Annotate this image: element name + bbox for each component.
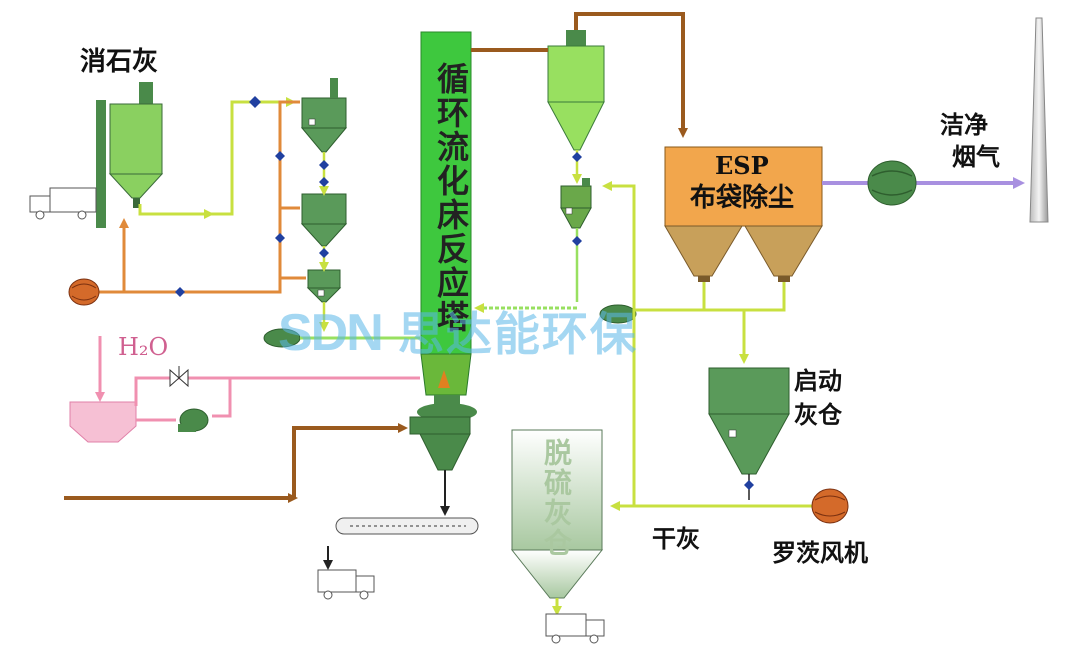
startup-ash-bin-label-1: 启动 (794, 367, 842, 395)
orange-air-lines (98, 100, 306, 294)
roots-blower-label: 罗茨风机 (772, 539, 868, 567)
water-pump-icon (178, 408, 209, 432)
cyclone-separator (547, 30, 605, 184)
lime-feed-lines (138, 97, 296, 219)
truck-icon (545, 613, 605, 644)
watermark-text: 思达能环保 (397, 307, 638, 361)
recirculation-line (474, 303, 637, 324)
esp-baghouse (664, 146, 823, 282)
dosing-hopper-3 (306, 269, 342, 303)
dry-ash-line (610, 310, 812, 511)
clean-flue-gas-label-2: 烟气 (952, 143, 1000, 171)
water-valve-icon (169, 366, 189, 388)
watermark-mark: SDN (278, 304, 384, 362)
feeder-disc-left (263, 328, 420, 348)
clean-flue-gas-label-1: 洁净 (940, 111, 988, 139)
dosing-hopper-1 (300, 78, 348, 153)
desulfurization-ash-bin-label: 脱硫灰仓 (540, 438, 573, 558)
truck-icon (317, 569, 375, 600)
startup-ash-bin (708, 367, 790, 500)
lime-blower-icon (68, 278, 100, 306)
truck-icon (29, 187, 97, 220)
esp-subtitle-label: 布袋除尘 (690, 183, 795, 213)
cyclone-small-hopper (560, 178, 592, 302)
roots-blower-icon (811, 488, 849, 524)
cfb-reactor-tower (409, 31, 477, 516)
startup-ash-bin-label-2: 灰仓 (794, 401, 842, 429)
lime-silo (96, 82, 164, 228)
slaked-lime-label: 消石灰 (80, 47, 159, 77)
chimney-stack (1029, 17, 1049, 223)
esp-title-label: ESP (715, 151, 769, 180)
flue-gas-lines (64, 12, 688, 503)
watermark-logo: SDN 思达能环保 (278, 304, 638, 364)
lime-valves (249, 96, 261, 108)
induced-draft-fan-icon (867, 160, 917, 206)
cfb-tower-label: 循环流化床反应塔 (432, 62, 470, 334)
h2o-label: H₂O (118, 333, 169, 361)
bottom-conveyor (323, 517, 479, 570)
dosing-hopper-2 (300, 193, 348, 247)
desulfurization-ash-bin (510, 429, 604, 616)
dry-ash-label: 干灰 (652, 525, 700, 553)
esp-ash-lines (602, 181, 786, 364)
water-lines (134, 376, 420, 422)
